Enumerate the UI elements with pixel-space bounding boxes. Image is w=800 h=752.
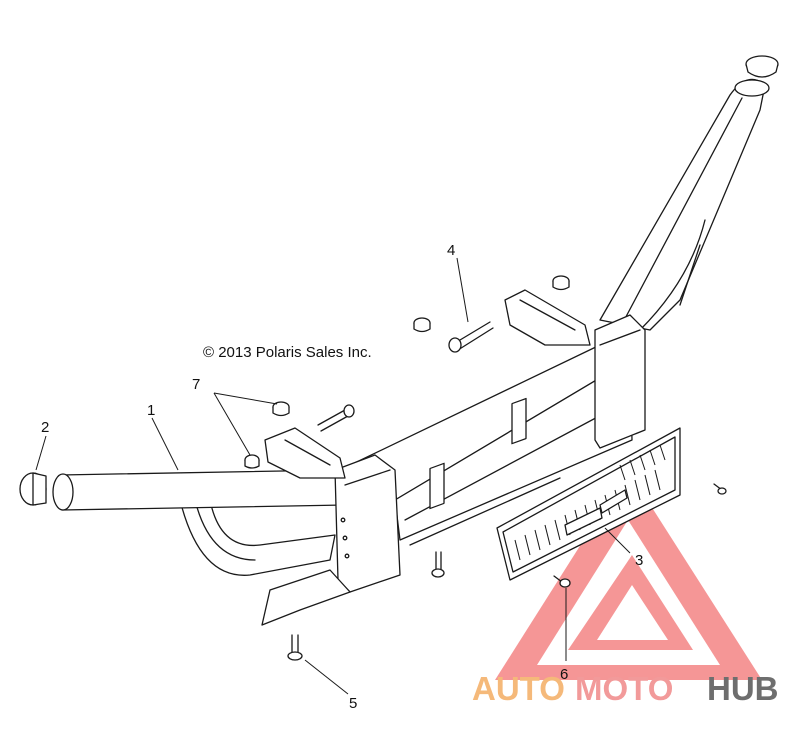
screw-right xyxy=(713,483,727,495)
bolt-upper-left xyxy=(317,404,355,432)
watermark-logo-triangle xyxy=(495,470,762,680)
end-cap-left xyxy=(19,472,47,506)
bumper-upper-tube xyxy=(599,78,770,331)
bumper-body xyxy=(52,289,646,626)
bolt-center xyxy=(431,551,445,578)
callout-4: 4 xyxy=(447,242,455,259)
leader-lines xyxy=(35,257,631,695)
bolt-item-5 xyxy=(287,634,303,661)
callout-5: 5 xyxy=(349,695,357,712)
callout-6: 6 xyxy=(560,666,568,683)
copyright-text: © 2013 Polaris Sales Inc. xyxy=(203,344,372,361)
callout-2: 2 xyxy=(41,419,49,436)
bolt-item-4 xyxy=(448,321,494,353)
callout-1: 1 xyxy=(147,402,155,419)
watermark-moto: MOTO xyxy=(575,670,673,707)
end-cap-top xyxy=(745,55,779,78)
screw-item-6 xyxy=(553,575,571,588)
callout-3: 3 xyxy=(635,552,643,569)
grille-plate xyxy=(496,427,681,581)
watermark-auto: AUTO xyxy=(472,670,565,707)
nut-item-7-upper xyxy=(272,401,290,417)
callout-7: 7 xyxy=(192,376,200,393)
nut-top-center xyxy=(413,317,431,333)
nut-top-right xyxy=(552,275,570,291)
nut-item-7-lower xyxy=(244,454,260,469)
watermark-hub: HUB xyxy=(707,670,779,707)
